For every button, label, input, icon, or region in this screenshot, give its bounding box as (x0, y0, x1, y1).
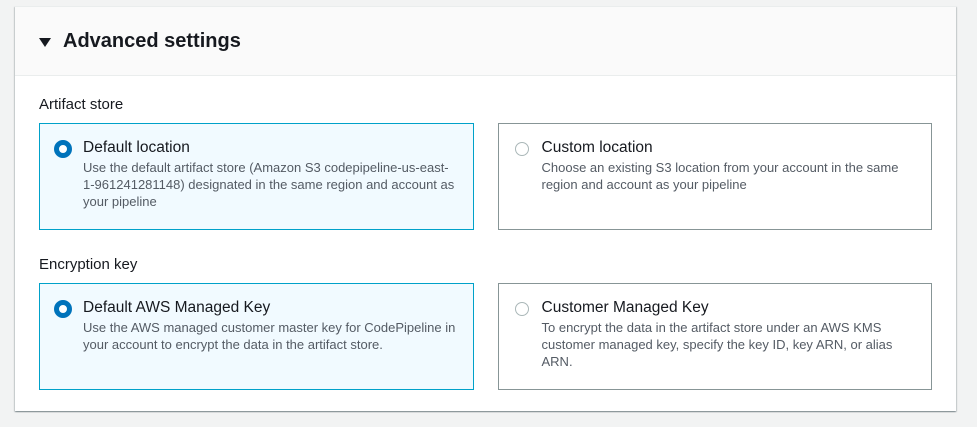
advanced-settings-toggle[interactable]: Advanced settings (15, 7, 956, 76)
option-description: Choose an existing S3 location from your… (541, 160, 899, 192)
option-title: Default location (83, 139, 190, 156)
custom-location-option[interactable]: Custom location Choose an existing S3 lo… (497, 123, 932, 230)
radio-unselected-icon[interactable] (514, 302, 529, 316)
artifact-store-label: Artifact store (39, 96, 124, 113)
encryption-key-label: Encryption key (39, 256, 138, 273)
option-title: Default AWS Managed Key (83, 299, 271, 316)
radio-selected-icon[interactable] (54, 140, 72, 158)
option-title: Customer Managed Key (541, 299, 709, 316)
radio-unselected-icon[interactable] (514, 142, 529, 156)
radio-selected-icon[interactable] (54, 300, 72, 318)
advanced-settings-panel: Advanced settings Artifact store Default… (15, 6, 956, 411)
option-description: To encrypt the data in the artifact stor… (541, 320, 893, 369)
customer-managed-key-option[interactable]: Customer Managed Key To encrypt the data… (497, 283, 932, 390)
option-title: Custom location (541, 139, 653, 156)
caret-down-icon (39, 37, 51, 47)
default-aws-managed-key-option[interactable]: Default AWS Managed Key Use the AWS mana… (39, 283, 474, 390)
encryption-key-radio-group: Default AWS Managed Key Use the AWS mana… (39, 283, 932, 390)
default-location-option[interactable]: Default location Use the default artifac… (39, 123, 474, 230)
panel-title: Advanced settings (63, 29, 241, 52)
option-description: Use the AWS managed customer master key … (83, 320, 456, 352)
artifact-store-radio-group: Default location Use the default artifac… (39, 123, 932, 230)
option-description: Use the default artifact store (Amazon S… (83, 160, 455, 209)
